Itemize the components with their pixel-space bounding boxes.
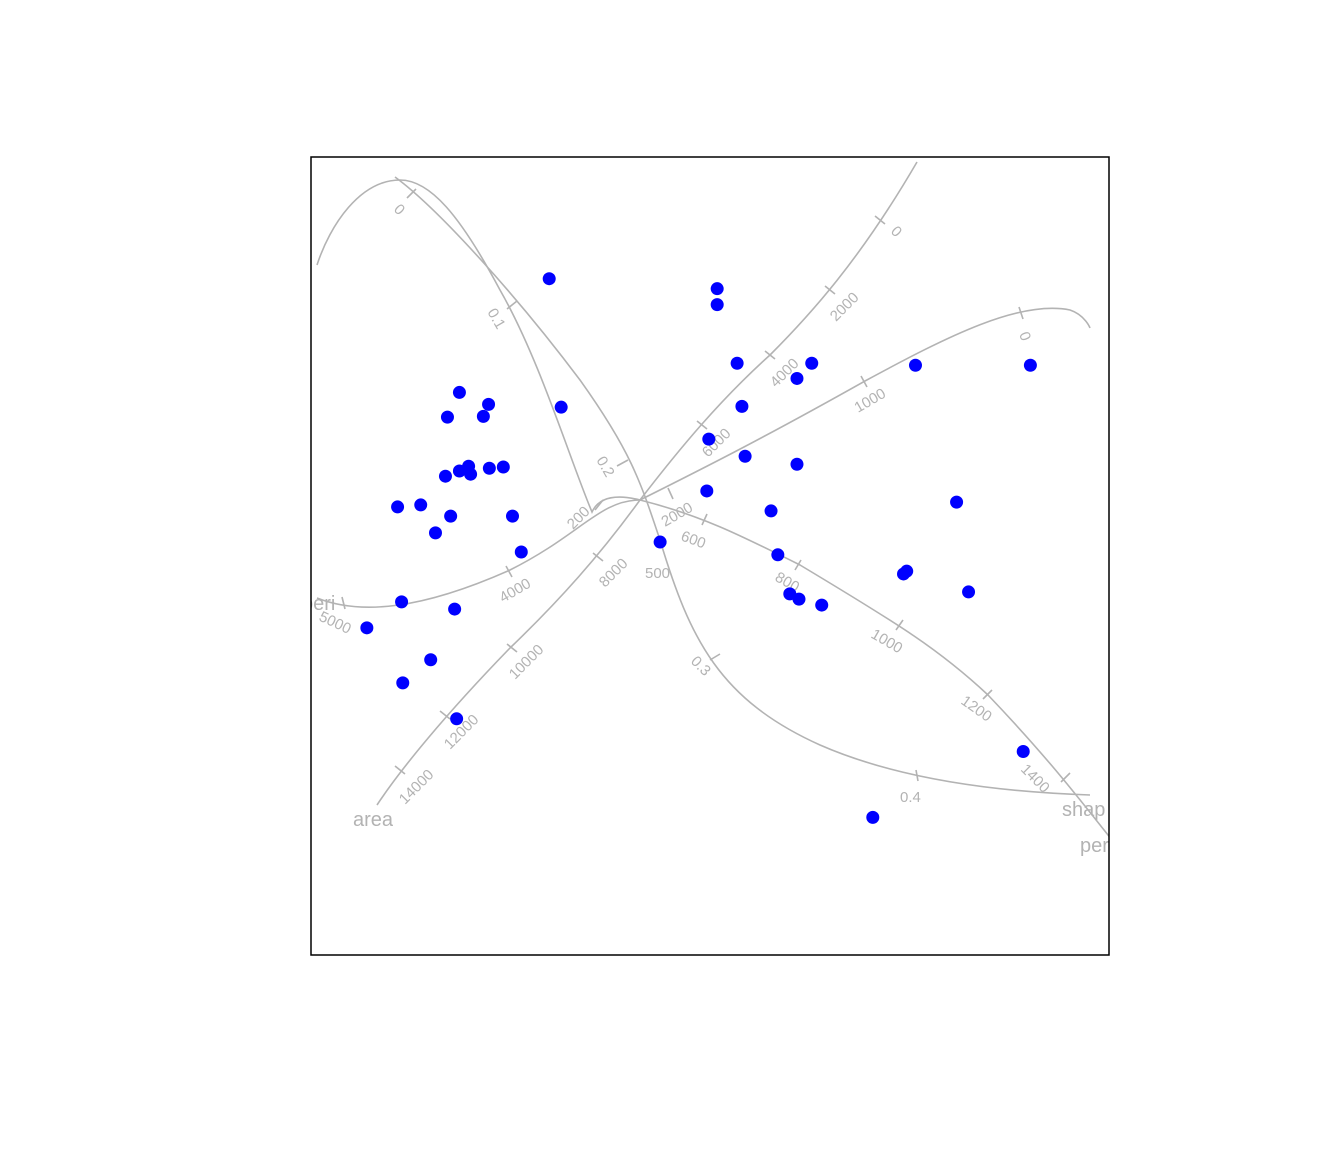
data-point xyxy=(866,810,880,824)
data-point xyxy=(771,548,785,562)
peri-tick-4000: 4000 xyxy=(497,575,534,606)
points xyxy=(360,272,1037,824)
data-point xyxy=(444,509,458,523)
peri-tick-0: 0 xyxy=(1015,330,1034,344)
data-point xyxy=(735,399,749,413)
data-point xyxy=(438,469,452,483)
data-point xyxy=(950,495,964,509)
data-point xyxy=(542,272,556,286)
perm-axis xyxy=(316,179,1109,838)
data-point xyxy=(452,385,466,399)
peri-tick-1000: 1000 xyxy=(852,385,889,416)
data-point xyxy=(962,585,976,599)
data-point xyxy=(805,356,819,370)
data-point xyxy=(452,464,466,478)
data-point xyxy=(764,504,778,518)
data-point xyxy=(505,509,519,523)
data-point xyxy=(790,371,804,385)
data-point xyxy=(514,545,528,559)
data-point xyxy=(653,535,667,549)
data-point xyxy=(815,598,829,612)
data-point xyxy=(448,602,462,616)
area-tick-2000: 2000 xyxy=(827,289,863,325)
data-point xyxy=(482,397,496,411)
shape-tick-0: 0 xyxy=(390,201,408,219)
axis-label-area: area xyxy=(353,809,394,831)
data-point xyxy=(908,358,922,372)
data-point xyxy=(428,526,442,540)
data-point xyxy=(396,676,410,690)
data-point xyxy=(414,498,428,512)
data-point xyxy=(900,564,914,578)
area-axis xyxy=(376,161,918,806)
data-point xyxy=(710,298,724,312)
peri-axis xyxy=(316,307,1091,608)
data-point xyxy=(482,461,496,475)
plot-frame xyxy=(310,156,1110,956)
data-point xyxy=(464,467,478,481)
data-point xyxy=(476,409,490,423)
data-point xyxy=(792,592,806,606)
axes-layer: 14000 12000 10000 8000 6000 4000 2000 0 … xyxy=(302,161,1109,857)
perm-tick-200: 200 xyxy=(564,503,594,533)
data-point xyxy=(450,712,464,726)
shape-tick-0.1: 0.1 xyxy=(484,306,509,333)
data-point xyxy=(730,356,744,370)
area-tick-8000: 8000 xyxy=(596,555,632,591)
data-point xyxy=(554,400,568,414)
data-point xyxy=(496,460,510,474)
data-point xyxy=(440,410,454,424)
data-point xyxy=(395,595,409,609)
perm-tick-1000: 1000 xyxy=(868,626,905,657)
data-point xyxy=(700,484,714,498)
data-point xyxy=(424,653,438,667)
shape-tick-0.2: 0.2 xyxy=(593,454,618,481)
perm-tick-600: 600 xyxy=(679,528,708,553)
area-tick-0: 0 xyxy=(887,223,905,241)
shape-tick-0.4: 0.4 xyxy=(900,789,921,806)
data-point xyxy=(1023,358,1037,372)
axis-label-peri: peri xyxy=(302,593,335,615)
axis-label-shape: shap xyxy=(1062,799,1105,821)
data-point xyxy=(710,282,724,296)
perm-tick-500: 500 xyxy=(645,565,670,582)
data-point xyxy=(738,449,752,463)
tick-marks xyxy=(341,188,1071,783)
data-point xyxy=(702,432,716,446)
shape-axis xyxy=(394,176,1091,796)
data-point xyxy=(360,621,374,635)
peri-tick-2000: 2000 xyxy=(659,499,696,530)
data-point xyxy=(391,500,405,514)
axis-label-perm: per xyxy=(1080,835,1109,857)
data-point xyxy=(790,457,804,471)
data-point xyxy=(1016,745,1030,759)
